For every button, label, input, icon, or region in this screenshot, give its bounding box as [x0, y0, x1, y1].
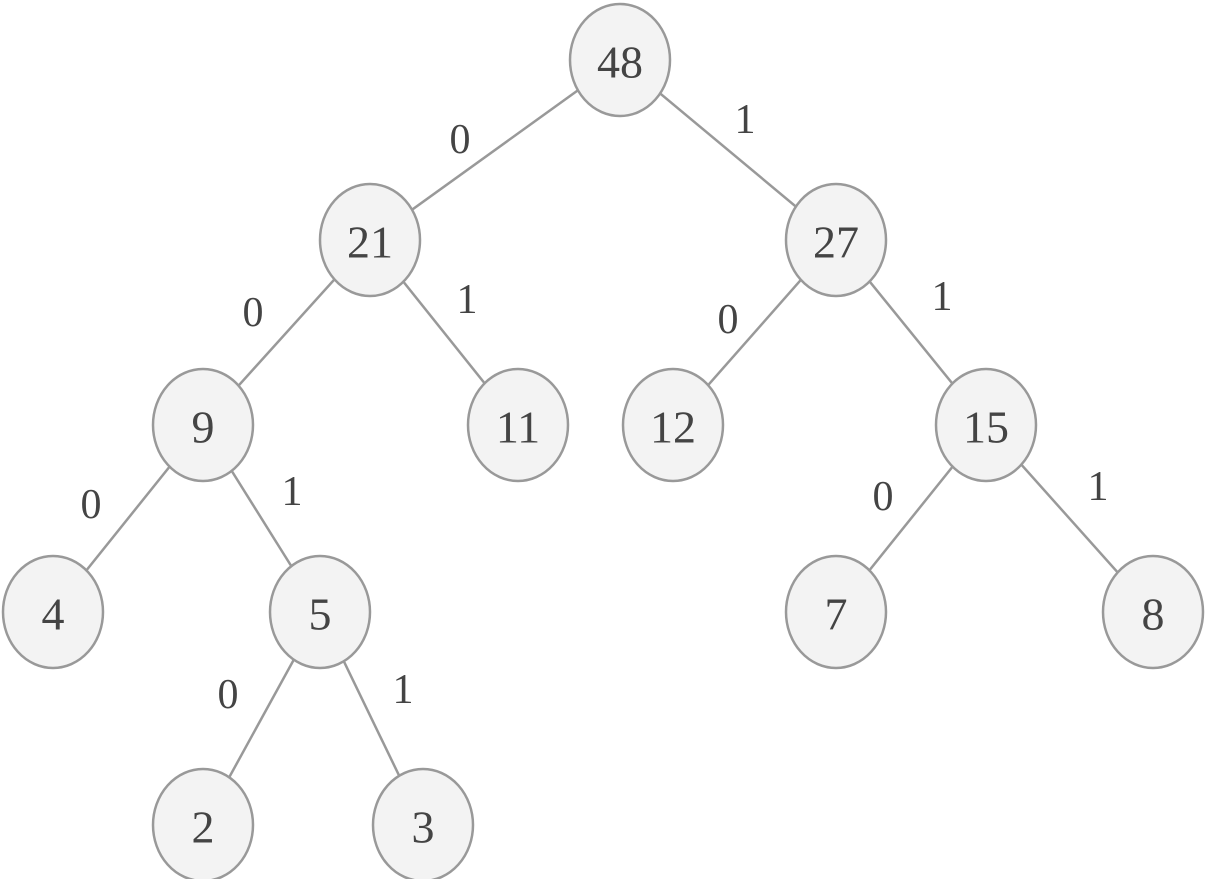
node-value: 11 — [496, 402, 540, 453]
edge-label: 0 — [718, 297, 739, 343]
node-value: 9 — [192, 402, 215, 453]
edge-label: 1 — [1088, 464, 1109, 510]
node-circle — [934, 367, 1038, 483]
edge-label: 0 — [81, 482, 102, 528]
tree-node-15: 15 — [934, 367, 1038, 483]
tree-node-5: 5 — [268, 554, 372, 670]
node-circle — [371, 767, 475, 879]
node-value: 7 — [825, 589, 848, 640]
node-circle — [784, 554, 888, 670]
node-value: 21 — [347, 217, 393, 268]
tree-node-7: 7 — [784, 554, 888, 670]
node-value: 2 — [192, 802, 215, 853]
node-circle — [151, 367, 255, 483]
tree-node-9: 9 — [151, 367, 255, 483]
node-circle — [784, 182, 888, 298]
tree-node-27: 27 — [784, 182, 888, 298]
tree-node-8: 8 — [1101, 554, 1205, 670]
tree-node-48: 48 — [568, 2, 672, 118]
edge-label: 0 — [243, 290, 264, 336]
node-value: 12 — [650, 402, 696, 453]
edge-label: 0 — [873, 474, 894, 520]
node-circle — [621, 367, 725, 483]
tree-node-12: 12 — [621, 367, 725, 483]
tree-node-2: 2 — [151, 767, 255, 879]
edge-label: 1 — [393, 667, 414, 713]
node-circle — [466, 367, 570, 483]
node-circle — [568, 2, 672, 118]
edge-label: 1 — [457, 277, 478, 323]
node-value: 3 — [412, 802, 435, 853]
tree-node-21: 21 — [318, 182, 422, 298]
edge-label: 0 — [218, 672, 239, 718]
node-circle — [151, 767, 255, 879]
tree-node-11: 11 — [466, 367, 570, 483]
node-value: 48 — [597, 37, 643, 88]
tree-node-3: 3 — [371, 767, 475, 879]
edge-label: 1 — [735, 97, 756, 143]
edge-label: 0 — [450, 117, 471, 163]
node-value: 5 — [309, 589, 332, 640]
node-value: 27 — [813, 217, 859, 268]
node-circle — [268, 554, 372, 670]
tree-node-4: 4 — [1, 554, 105, 670]
node-value: 4 — [42, 589, 65, 640]
node-value: 8 — [1142, 589, 1165, 640]
node-circle — [1101, 554, 1205, 670]
node-circle — [318, 182, 422, 298]
node-circle — [1, 554, 105, 670]
edge-label: 1 — [282, 469, 303, 515]
edge-label: 1 — [932, 274, 953, 320]
node-value: 15 — [963, 402, 1009, 453]
